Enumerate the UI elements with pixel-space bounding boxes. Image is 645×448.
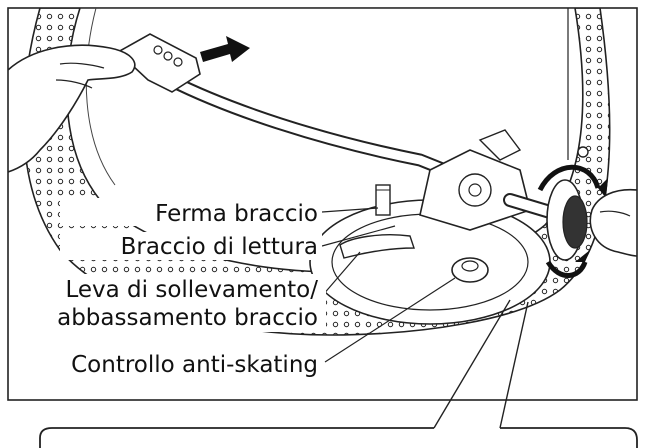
leader-arm-rest [321, 207, 379, 213]
headshell [116, 33, 201, 93]
callout-box [39, 427, 638, 448]
callout-pointer-left [433, 299, 511, 429]
label-tone-arm: Braccio di lettura [121, 234, 318, 260]
label-arm-rest: Ferma braccio [155, 201, 318, 227]
direction-arrow-icon [200, 36, 250, 62]
leader-lift-lever [321, 251, 361, 297]
label-lift-lever-line1: Leva di sollevamento/ [65, 277, 318, 303]
rotation-arrow-bottom-icon [545, 260, 588, 278]
label-anti-skating: Controllo anti-skating [71, 352, 318, 378]
arm-rest-post [375, 184, 391, 216]
leader-anti-skating [324, 277, 456, 363]
leader-tone-arm [321, 225, 396, 247]
label-lift-lever-line2: abbassamento braccio [57, 305, 318, 331]
right-hand [589, 188, 637, 257]
rotation-arrow-top-icon [537, 164, 601, 192]
screw [577, 146, 589, 158]
platter-inner-line [85, 8, 116, 186]
callout-pointer-right [499, 301, 529, 429]
lift-lever [339, 234, 415, 259]
left-hand [8, 44, 136, 173]
turntable-illustration [8, 8, 637, 378]
tone-arm-tube-fill [165, 75, 475, 185]
